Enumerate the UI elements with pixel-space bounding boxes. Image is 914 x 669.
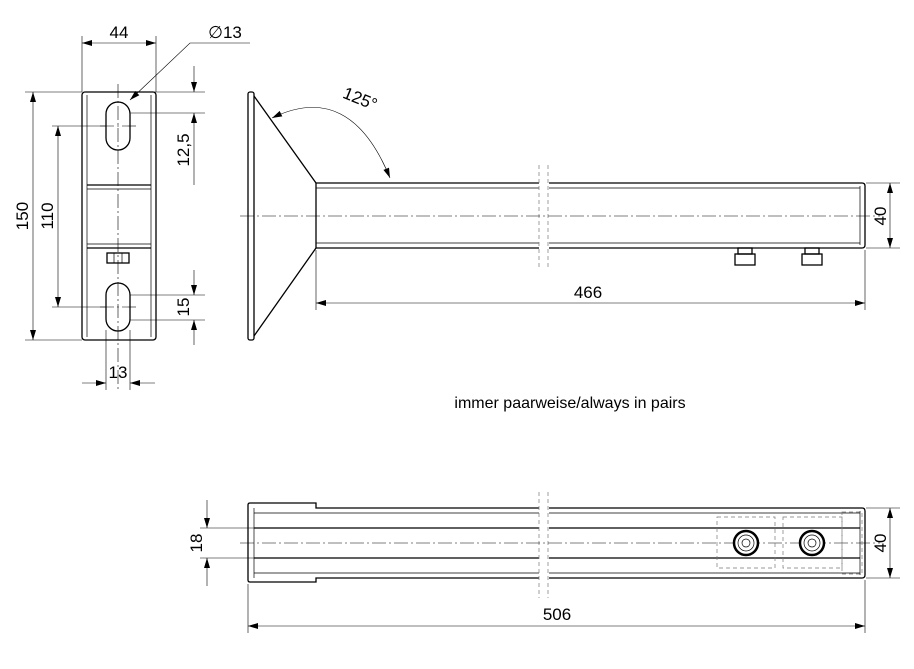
side-view: 125° xyxy=(240,84,880,341)
dim-15: 15 xyxy=(174,298,193,317)
top-view-dimensions: 18 40 506 xyxy=(187,500,900,633)
dim-40-side: 40 xyxy=(871,207,890,226)
dim-diameter-13: ∅13 xyxy=(208,23,242,42)
dim-466: 466 xyxy=(574,283,602,302)
bolt-head-1 xyxy=(732,529,760,557)
side-view-dimensions: 40 466 xyxy=(315,182,900,310)
dim-40-bottom: 40 xyxy=(871,534,890,553)
pairs-note: immer paarweise/always in pairs xyxy=(454,395,685,412)
dim-110: 110 xyxy=(38,202,57,229)
dim-18: 18 xyxy=(187,534,206,553)
bolt-1 xyxy=(734,247,756,266)
front-view-dimensions: 44 ∅13 150 110 12,5 15 13 xyxy=(13,23,250,390)
dim-506: 506 xyxy=(543,605,571,624)
dim-44: 44 xyxy=(110,23,129,42)
bolt-2 xyxy=(801,247,823,266)
dim-150: 150 xyxy=(13,202,32,230)
dim-13: 13 xyxy=(109,363,128,382)
front-view xyxy=(81,84,157,390)
dim-angle-125: 125° xyxy=(340,84,380,115)
bolt-head-2 xyxy=(798,529,826,557)
top-view xyxy=(240,492,880,598)
dim-12-5: 12,5 xyxy=(174,133,193,166)
